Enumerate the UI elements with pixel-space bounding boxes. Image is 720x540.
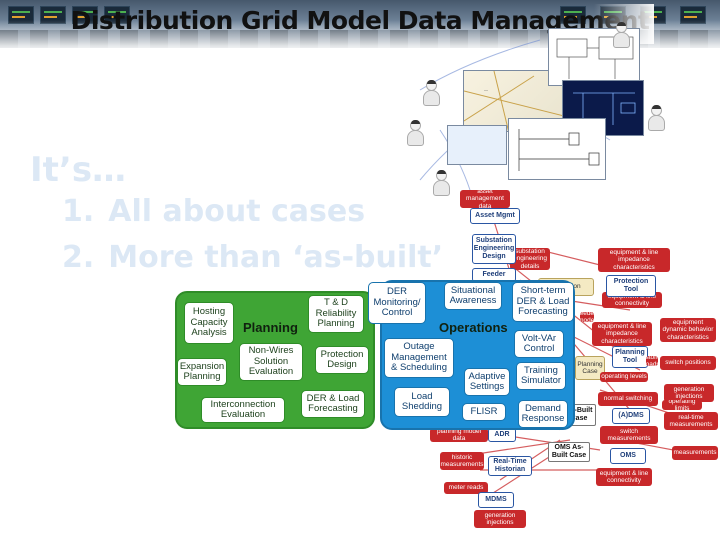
operations-box: DER Monitoring/ Control [368,282,426,324]
network-screenshot [447,125,507,165]
diagram-system-node: Planning Tool [612,346,648,368]
operations-box: Volt-VAr Control [514,330,564,358]
diagram-system-node: MDMS [478,492,514,508]
diagram-data-node: historic measurements [440,452,484,470]
diagram-data-node: feeder model [580,312,594,322]
diagram-system-node: Protection Tool [606,275,656,297]
planning-box: Protection Design [315,346,369,374]
user-figure [420,80,442,108]
diagram-data-node: substation engineering details [510,248,550,270]
diagram-system-node: OMS [610,448,646,464]
control-room-screen [40,6,66,24]
operations-box: Adaptive Settings [464,368,510,396]
diagram-data-node: real-time measurements [664,412,718,430]
planning-title: Planning [243,320,298,335]
user-figure [404,120,426,148]
diagram-system-node: (A)DMS [612,408,650,424]
list-item: 2. More than ‘as-built’ [62,240,457,275]
operations-box: Load Shedding [394,387,450,417]
diagram-data-node: generation injections [474,510,526,528]
planning-box: Interconnection Evaluation [201,397,285,423]
operations-box: Short-term DER & Load Forecasting [512,282,574,322]
diagram-data-node: customer loads [646,356,658,366]
planning-box: T & D Reliability Planning [308,295,364,333]
diagram-data-node: measurements [672,446,718,460]
operations-box: FLISR [462,403,506,421]
list-number: 2. [62,240,95,275]
list-text: More than ‘as-built’ [108,240,444,275]
diagram-data-node: operating levels [600,372,648,382]
diagram-data-node: operating limits [662,400,702,410]
diagram-data-node: switch measurements [600,426,658,444]
diagram-case-node: OMS As-Built Case [548,442,590,462]
diagram-data-node: equipment dynamic behavior characteristi… [660,318,716,342]
operations-box: Training Simulator [516,362,566,390]
diagram-data-node: switch positions [660,356,716,370]
diagram-data-node: normal switching [598,392,658,406]
list-number: 1. [62,194,95,229]
diagram-data-node: equipment & line connectivity [596,468,652,486]
planning-panel: Planning Hosting Capacity Analysis T & D… [175,291,375,429]
planning-box: Expansion Planning [177,358,227,386]
diagram-data-node: equipment & line impedance characteristi… [592,322,652,346]
operations-box: Situational Awareness [444,282,502,310]
operations-box: Outage Management & Scheduling [384,338,454,378]
diagram-data-node: planning model data [430,428,488,442]
planning-box: DER & Load Forecasting [301,390,365,418]
diagram-system-node: ADR [488,428,516,442]
operations-title: Operations [439,320,508,335]
svg-text:—: — [484,87,488,92]
operations-box: Demand Response [518,400,568,428]
diagram-data-node: generation injections [664,384,714,402]
circuit-screenshot [508,118,606,180]
planning-box: Non-Wires Solution Evaluation [239,343,303,381]
diagram-data-node: asset management data [460,190,510,208]
diagram-data-node: meter reads [444,482,488,494]
user-figure [430,170,452,198]
operations-panel: Operations DER Monitoring/ Control Situa… [368,280,575,430]
user-figure [645,105,667,133]
diagram-system-node: Real-Time Historian [488,456,532,476]
list-text: All about cases [108,194,366,229]
list-item: 1. All about cases [62,194,379,229]
diagram-system-node: Asset Mgmt [470,208,520,224]
diagram-data-node: equipment & line impedance characteristi… [598,248,670,272]
planning-box: Hosting Capacity Analysis [184,302,234,344]
diagram-system-node: Substation Engineering Design [472,234,516,264]
lead-text: It’s… [30,150,127,190]
user-figure [610,22,632,50]
